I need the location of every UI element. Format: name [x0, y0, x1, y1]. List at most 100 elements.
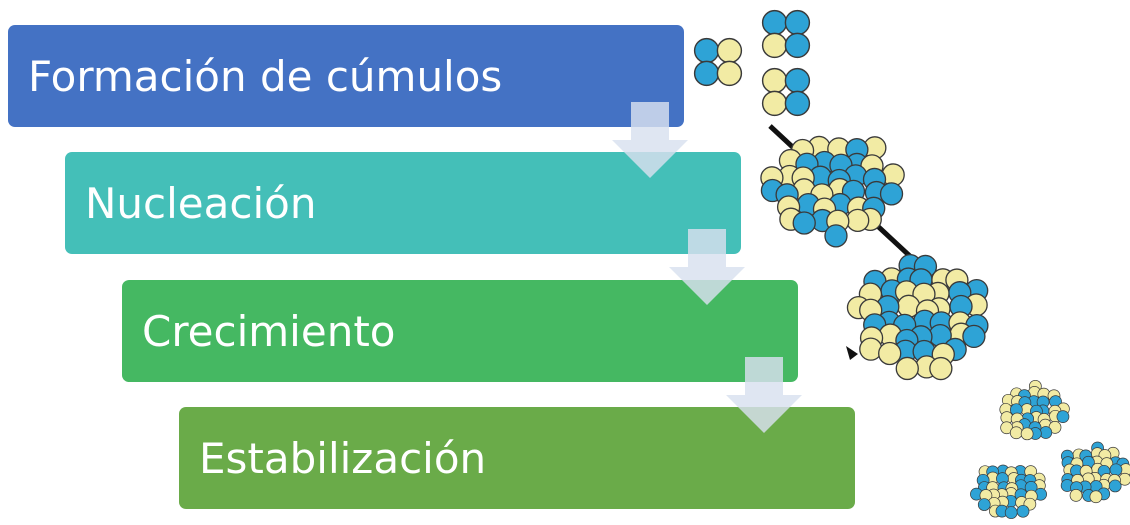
atom-dot — [1032, 479, 1046, 492]
atom-dot — [896, 267, 921, 291]
atom-dot — [1036, 404, 1050, 418]
atom-dot — [949, 294, 973, 319]
atom-dot — [996, 495, 1009, 509]
atom-dot — [912, 339, 936, 364]
atom-dot — [1119, 463, 1130, 477]
atom-dot — [859, 337, 883, 361]
atom-dot — [693, 37, 720, 64]
atom-dot — [1116, 457, 1130, 471]
atom-dot — [760, 166, 784, 190]
atom-dot — [913, 254, 938, 279]
atom-dot — [1023, 497, 1037, 511]
atom-dot — [812, 150, 837, 175]
atom-dot — [895, 356, 919, 381]
atom-dot — [1079, 464, 1093, 478]
atom-dot — [1091, 441, 1104, 455]
atom-dot — [987, 497, 1001, 510]
atom-dot — [1034, 487, 1047, 501]
atom-dot — [1072, 448, 1086, 462]
atom-dot — [828, 192, 852, 217]
atom-dot — [1021, 412, 1035, 426]
down-arrow-icon — [669, 229, 745, 305]
atom-dot — [1013, 465, 1027, 478]
atom-dot — [784, 9, 811, 36]
down-arrow-icon — [726, 357, 802, 433]
atom-dot — [909, 325, 933, 349]
atom-dot — [996, 472, 1009, 485]
atom-dot — [795, 152, 819, 176]
atom-dot — [964, 293, 988, 317]
atom-dot — [1097, 464, 1111, 478]
atom-dot — [915, 355, 939, 379]
atom-dot — [978, 465, 992, 479]
atom-dot — [1091, 462, 1104, 476]
atom-dot — [928, 323, 952, 348]
atom-dot — [1027, 395, 1041, 408]
atom-dot — [1038, 418, 1052, 432]
atom-dot — [858, 207, 882, 232]
atom-dot — [761, 32, 788, 59]
atom-dot — [1081, 472, 1095, 486]
atom-dot — [965, 313, 989, 338]
atom-dot — [761, 90, 788, 117]
atom-dot — [796, 192, 821, 217]
atom-dot — [915, 299, 940, 323]
atom-dot — [1028, 427, 1042, 440]
atom-dot — [808, 165, 832, 189]
atom-dot — [979, 489, 993, 502]
atom-dot — [1060, 449, 1074, 463]
atom-dot — [1097, 478, 1111, 492]
atom-dot — [949, 322, 973, 346]
atom-dot — [1070, 464, 1083, 478]
atom-dot — [977, 498, 991, 511]
atom-dot — [1088, 472, 1102, 485]
atom-dot — [807, 135, 831, 160]
atom-dot — [1024, 489, 1038, 503]
atom-dot — [784, 90, 811, 117]
atom-dot — [948, 311, 972, 335]
atom-dot — [1004, 466, 1018, 480]
atom-dot — [1007, 472, 1021, 485]
atom-dot — [1048, 404, 1062, 418]
atom-dot — [829, 153, 853, 177]
atom-dot — [845, 152, 869, 177]
atom-dot — [986, 471, 1000, 485]
atom-dot — [892, 313, 917, 338]
atom-dot — [845, 138, 869, 162]
atom-dot — [1000, 421, 1014, 435]
atom-dot — [879, 182, 904, 206]
atom-dot — [945, 268, 969, 292]
atom-dot — [1082, 455, 1095, 469]
atom-dot — [976, 473, 990, 487]
atom-dot — [880, 267, 904, 291]
atom-dot — [1037, 413, 1051, 426]
atom-dot — [1028, 421, 1042, 434]
atom-dot — [931, 342, 955, 367]
atom-dot — [997, 481, 1011, 495]
atom-dot — [778, 148, 803, 173]
atom-dot — [863, 269, 887, 294]
atom-dot — [792, 211, 816, 235]
atom-dot — [1030, 404, 1043, 418]
atom-dot — [1106, 446, 1120, 460]
atom-dot — [1100, 457, 1114, 471]
atom-dot — [1028, 379, 1042, 393]
atom-dot — [1020, 427, 1034, 441]
atom-dot — [898, 253, 922, 278]
atom-dot — [760, 178, 785, 203]
atom-dot — [1032, 472, 1046, 486]
atom-dot — [1029, 411, 1043, 424]
atom-dot — [1089, 490, 1103, 504]
down-arrow-icon — [612, 102, 688, 178]
atom-dot — [987, 488, 1000, 502]
atom-dot — [716, 37, 743, 64]
atom-dot — [1078, 480, 1092, 494]
atom-dot — [1028, 386, 1041, 399]
atom-dot — [1070, 481, 1083, 495]
atom-dot — [693, 60, 720, 87]
atom-dot — [1018, 396, 1032, 410]
atom-dot — [927, 297, 951, 321]
step-growth: Crecimiento — [122, 280, 798, 382]
step-label: Crecimiento — [142, 306, 396, 356]
